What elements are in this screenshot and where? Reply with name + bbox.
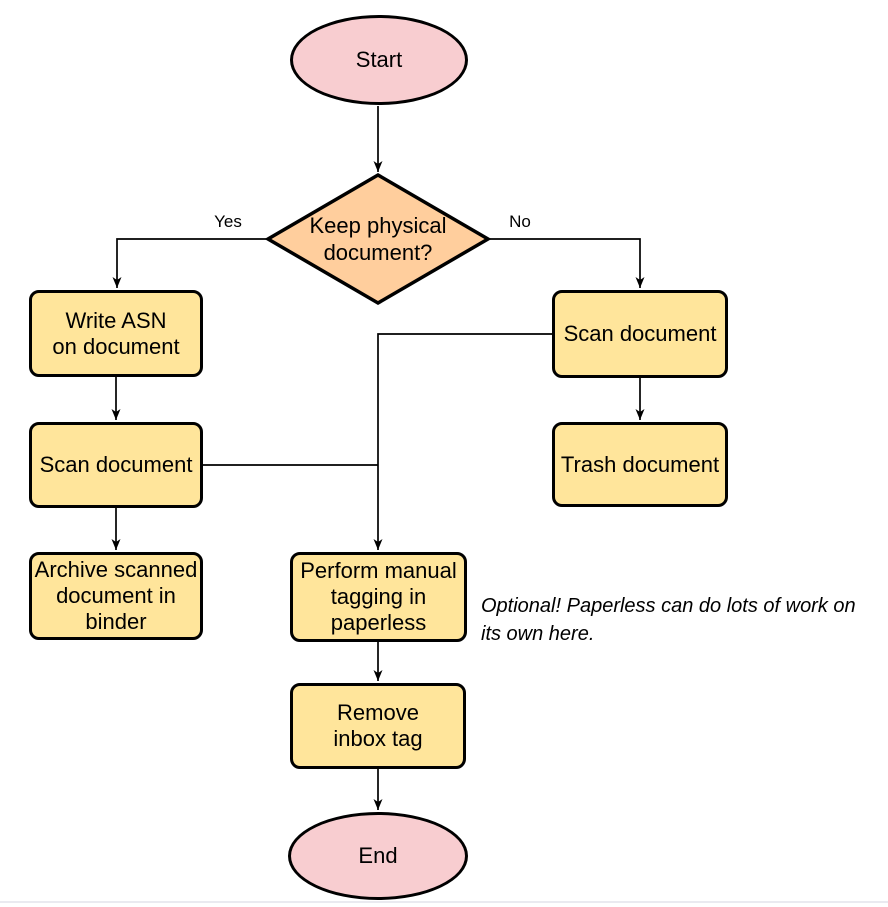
node-trash-document-label: Trash document xyxy=(560,451,720,477)
node-scan-document-left: Scan document xyxy=(29,422,203,508)
node-write-asn-on-document: Write ASN on document xyxy=(29,290,203,377)
node-scan-document-right-label: Scan document xyxy=(563,321,717,346)
node-keep-physical-document-label: Keep physical document? xyxy=(309,213,447,265)
node-end-label: End xyxy=(358,843,398,868)
decision-diamond-shape xyxy=(264,172,492,306)
node-perform-manual-tagging: Perform manual tagging in paperless xyxy=(290,552,467,642)
bottom-divider xyxy=(0,901,888,903)
node-remove-inbox-tag-label: Remove inbox tag xyxy=(333,700,423,751)
edge-scan-right-to-tagging xyxy=(373,333,552,550)
branch-label-no: No xyxy=(509,212,531,231)
node-scan-document-right: Scan document xyxy=(552,290,728,378)
node-keep-physical-document: Keep physical document? xyxy=(276,203,480,275)
node-remove-inbox-tag: Remove inbox tag xyxy=(290,683,466,769)
node-write-asn-label: Write ASN on document xyxy=(52,307,180,359)
edge-decision-yes-to-write-asn xyxy=(112,238,266,288)
node-trash-document: Trash document xyxy=(552,422,728,507)
node-archive-label: Archive scanned document in binder xyxy=(34,557,198,634)
branch-label-yes: Yes xyxy=(214,212,242,231)
optional-note: Optional! Paperless can do lots of work … xyxy=(481,595,856,645)
node-start-label: Start xyxy=(355,47,403,72)
node-end: End xyxy=(288,812,468,900)
node-scan-document-left-label: Scan document xyxy=(39,452,193,477)
node-manual-tagging-label: Perform manual tagging in paperless xyxy=(300,558,457,635)
node-start: Start xyxy=(290,15,468,105)
edge-decision-no-to-scan-right xyxy=(490,238,645,288)
node-archive-scanned-document: Archive scanned document in binder xyxy=(29,552,203,640)
